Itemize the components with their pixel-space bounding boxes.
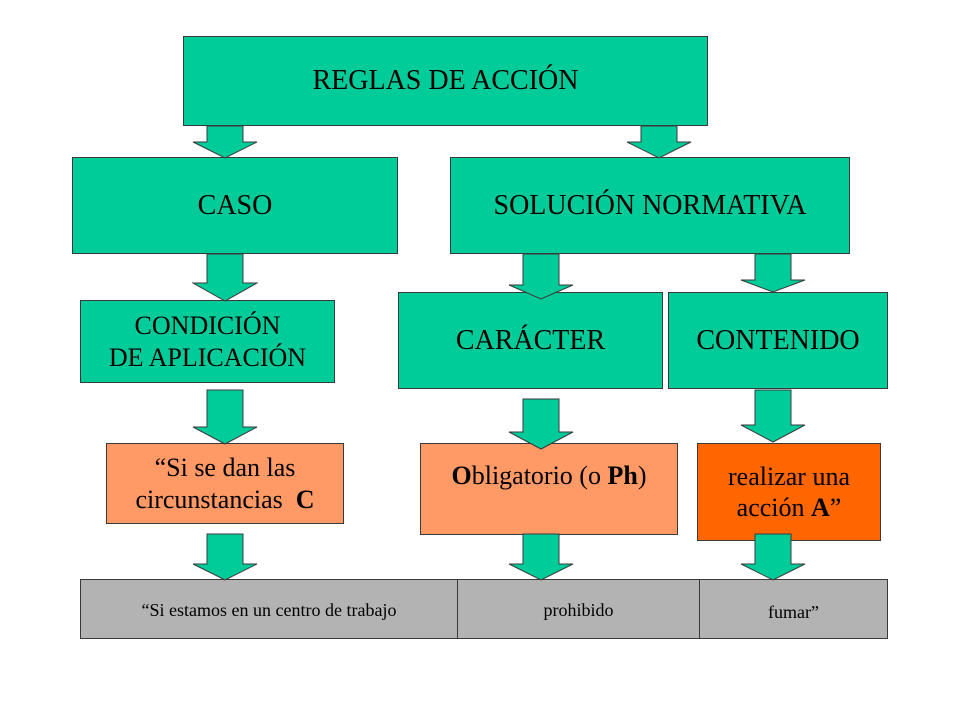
contenido-box: CONTENIDO — [668, 292, 888, 389]
arrow-down-icon — [192, 533, 258, 581]
reglas-de-accion-box: REGLAS DE ACCIÓN — [183, 36, 708, 126]
example-cell-2: prohibido — [457, 579, 700, 639]
arrow-down-icon — [740, 253, 806, 293]
example-cell-3: fumar” — [699, 579, 888, 639]
arrow-down-icon — [740, 533, 806, 581]
accion-text: acción — [736, 493, 805, 522]
arrow-down-icon — [192, 125, 258, 159]
si-se-dan-line2: circunstancias C — [135, 484, 314, 515]
obligatorio-initial: O — [451, 461, 472, 490]
caso-label: CASO — [197, 189, 273, 221]
contenido-label: CONTENIDO — [696, 324, 860, 356]
si-se-dan-line1: “Si se dan las — [154, 453, 296, 483]
si-se-dan-box: “Si se dan las circunstancias C — [106, 443, 344, 524]
condicion-de-aplicacion-box: CONDICIÓN DE APLICACIÓN — [80, 300, 335, 383]
realizar-line1: realizar una — [728, 461, 850, 491]
reglas-de-accion-label: REGLAS DE ACCIÓN — [312, 65, 579, 97]
arrow-down-icon — [508, 253, 574, 300]
arrow-down-icon — [192, 389, 258, 445]
caracter-label: CARÁCTER — [455, 324, 606, 356]
example-text-3: fumar” — [768, 602, 819, 622]
obligatorio-close: ) — [637, 461, 647, 490]
variable-a: A — [811, 493, 830, 522]
realizar-line2: acción A” — [737, 492, 842, 523]
realizar-una-accion-box: realizar una acción A” — [697, 443, 881, 541]
arrow-down-icon — [740, 389, 806, 443]
ph-abbrev: Ph — [607, 461, 638, 490]
solucion-normativa-label: SOLUCIÓN NORMATIVA — [493, 189, 807, 221]
closing-quote: ” — [829, 493, 842, 522]
example-cell-1: “Si estamos en un centro de trabajo — [80, 579, 458, 639]
arrow-down-icon — [508, 398, 574, 450]
arrow-down-icon — [626, 125, 692, 159]
caso-box: CASO — [72, 157, 398, 254]
caracter-box: CARÁCTER — [398, 292, 663, 389]
arrow-down-icon — [508, 533, 574, 581]
condicion-label-line1: CONDICIÓN — [134, 311, 281, 341]
obligatorio-rest: bligatorio (o — [471, 461, 608, 490]
obligatorio-box: Obligatorio (o Ph) — [420, 443, 678, 535]
variable-c: C — [295, 484, 315, 514]
circunstancias-text: circunstancias — [135, 484, 283, 514]
obligatorio-label: Obligatorio (o Ph) — [451, 460, 646, 491]
example-text-1: “Si estamos en un centro de trabajo — [141, 600, 397, 620]
arrow-down-icon — [192, 253, 258, 302]
example-text-2: prohibido — [543, 600, 614, 620]
solucion-normativa-box: SOLUCIÓN NORMATIVA — [450, 157, 850, 254]
condicion-label-line2: DE APLICACIÓN — [108, 342, 307, 372]
